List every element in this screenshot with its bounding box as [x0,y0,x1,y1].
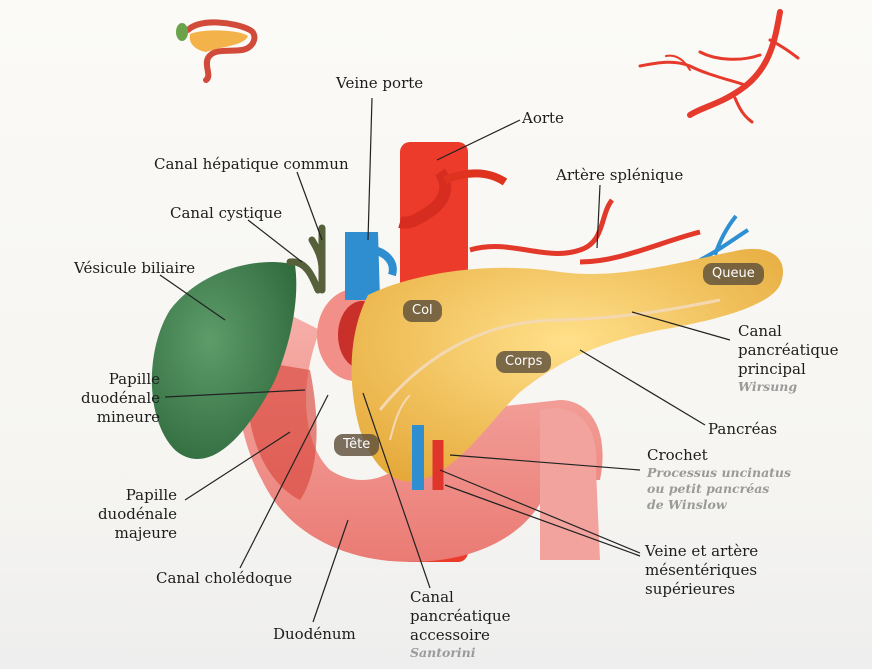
label-vesicule-biliaire: Vésicule biliaire [74,259,195,278]
label-line: pancréatique [738,341,839,360]
label-sub-line: ou petit pancréas [647,481,791,497]
label-artere-splenique: Artère splénique [556,166,683,185]
label-papille-majeure: Papille duodénale majeure [95,486,177,543]
label-sub-santorini: Santorini [410,645,511,661]
tag-tete: Tête [334,434,379,456]
label-line: duodénale [78,389,160,408]
label-line: Canal [738,322,839,341]
label-aorte: Aorte [522,109,564,128]
label-canal-pancreatique-principal: Canal pancréatique principal Wirsung [738,322,839,395]
label-canal-cystique: Canal cystique [170,204,282,223]
label-veine-artere-mesenteriques: Veine et artère mésentériques supérieure… [645,542,758,599]
label-veine-porte: Veine porte [336,74,423,93]
label-line: pancréatique [410,607,511,626]
label-line: mésentériques [645,561,758,580]
label-sub-line: Processus uncinatus [647,465,791,481]
label-duodenum: Duodénum [273,625,356,644]
splenic-artery [470,200,700,262]
label-line: Crochet [647,446,791,465]
label-line: duodénale [95,505,177,524]
label-sub-wirsung: Wirsung [738,379,839,395]
tag-queue: Queue [703,263,764,285]
label-line: Papille [78,370,160,389]
label-line: Canal [410,588,511,607]
label-line: Veine et artère [645,542,758,561]
label-line: Papille [95,486,177,505]
label-line: supérieures [645,580,758,599]
artery-branch-decoration [640,12,798,122]
label-crochet: Crochet Processus uncinatus ou petit pan… [647,446,791,513]
tag-corps: Corps [496,351,551,373]
label-line: majeure [95,524,177,543]
label-papille-mineure: Papille duodénale mineure [78,370,160,427]
label-line: mineure [78,408,160,427]
label-canal-choledoque: Canal cholédoque [156,569,292,588]
pancreas-thumbnail-icon [176,22,254,80]
label-line: accessoire [410,626,511,645]
label-line: principal [738,360,839,379]
label-canal-pancreatique-accessoire: Canal pancréatique accessoire Santorini [410,588,511,661]
tag-col: Col [403,300,442,322]
label-sub-line: de Winslow [647,497,791,513]
label-canal-hepatique-commun: Canal hépatique commun [154,155,349,174]
label-pancreas: Pancréas [708,420,777,439]
